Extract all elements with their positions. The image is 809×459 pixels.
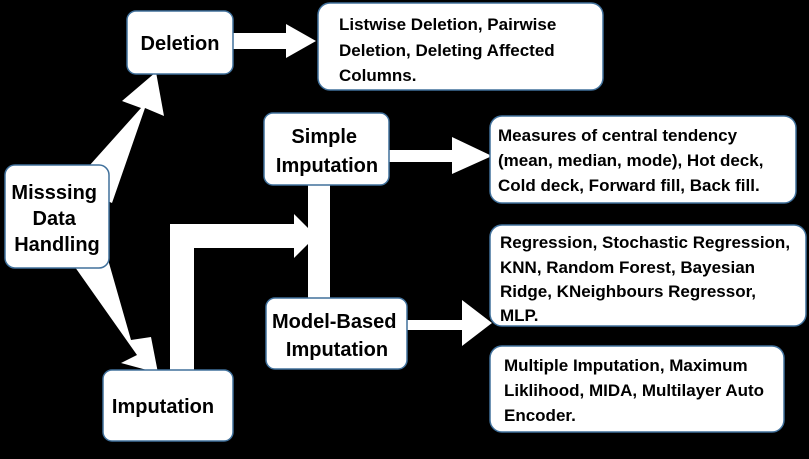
box-deletion bbox=[126, 10, 234, 75]
label-simple-methods: Measures of central tendency (mean, medi… bbox=[498, 126, 768, 195]
box-multiple-methods bbox=[489, 345, 785, 433]
arrow-imputation-to-branch bbox=[170, 214, 316, 372]
label-root: Misssing Data Handling bbox=[11, 182, 102, 256]
arrow-root-to-imputation bbox=[70, 242, 158, 373]
nodes bbox=[4, 2, 807, 442]
label-model-based-imputation: Model-Based Imputation bbox=[272, 311, 402, 361]
box-simple-imputation bbox=[263, 112, 390, 186]
box-imputation bbox=[102, 369, 234, 442]
label-deletion: Deletion bbox=[141, 33, 220, 55]
label-multiple-methods: Multiple Imputation, Maximum Liklihood, … bbox=[504, 356, 769, 425]
arrow-simple-to-methods bbox=[385, 137, 492, 174]
label-deletion-methods: Listwise Deletion, Pairwise Deletion, De… bbox=[339, 15, 561, 85]
labels: Misssing Data Handling Deletion Listwise… bbox=[11, 15, 795, 425]
box-simple-methods bbox=[489, 115, 797, 204]
box-root bbox=[4, 164, 110, 269]
label-imputation: Imputation bbox=[112, 396, 214, 418]
label-simple-imputation: Simple Imputation bbox=[276, 126, 378, 177]
arrow-deletion-to-methods bbox=[230, 24, 316, 58]
arrow-model-to-methods bbox=[405, 300, 492, 346]
box-deletion-methods bbox=[317, 2, 604, 91]
connector-simple-to-model bbox=[308, 184, 330, 300]
box-model-based-imputation bbox=[265, 297, 408, 370]
box-ml-methods bbox=[489, 224, 807, 327]
label-ml-methods: Regression, Stochastic Regression, KNN, … bbox=[500, 233, 795, 325]
